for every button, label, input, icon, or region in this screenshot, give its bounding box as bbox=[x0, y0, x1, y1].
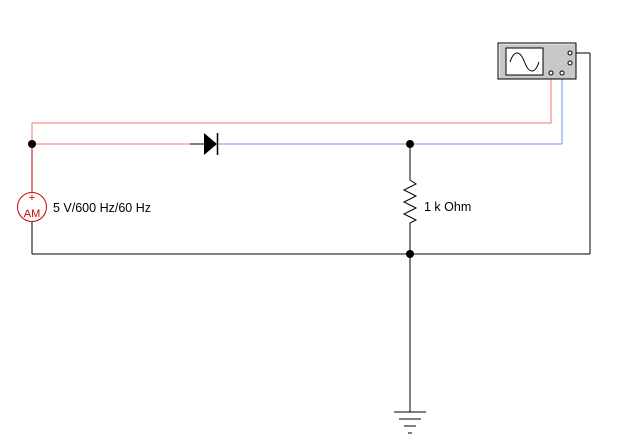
source-value-label: 5 V/600 Hz/60 Hz bbox=[53, 201, 151, 215]
junction-dot bbox=[406, 250, 414, 258]
junction-dot bbox=[28, 140, 36, 148]
scope-terminal-ground[interactable] bbox=[567, 50, 573, 56]
am-voltage-source[interactable]: + AM bbox=[17, 192, 47, 222]
sine-wave-icon bbox=[509, 52, 540, 72]
resistor[interactable] bbox=[402, 176, 418, 226]
probe-b-wire[interactable] bbox=[222, 76, 563, 145]
oscilloscope[interactable] bbox=[497, 42, 577, 80]
junction-dot bbox=[406, 140, 414, 148]
ground-icon bbox=[394, 411, 426, 434]
source-plus-symbol: + bbox=[29, 192, 35, 204]
source-am-symbol: AM bbox=[24, 208, 41, 220]
scope-terminal-b[interactable] bbox=[559, 70, 565, 76]
ground-return-wire[interactable] bbox=[32, 52, 591, 255]
scope-terminal-trigger[interactable] bbox=[567, 60, 573, 66]
diode[interactable] bbox=[190, 133, 228, 155]
probe-a-wire[interactable] bbox=[31, 76, 552, 144]
resistor-value-label: 1 k Ohm bbox=[424, 200, 471, 214]
scope-terminal-a[interactable] bbox=[548, 70, 554, 76]
